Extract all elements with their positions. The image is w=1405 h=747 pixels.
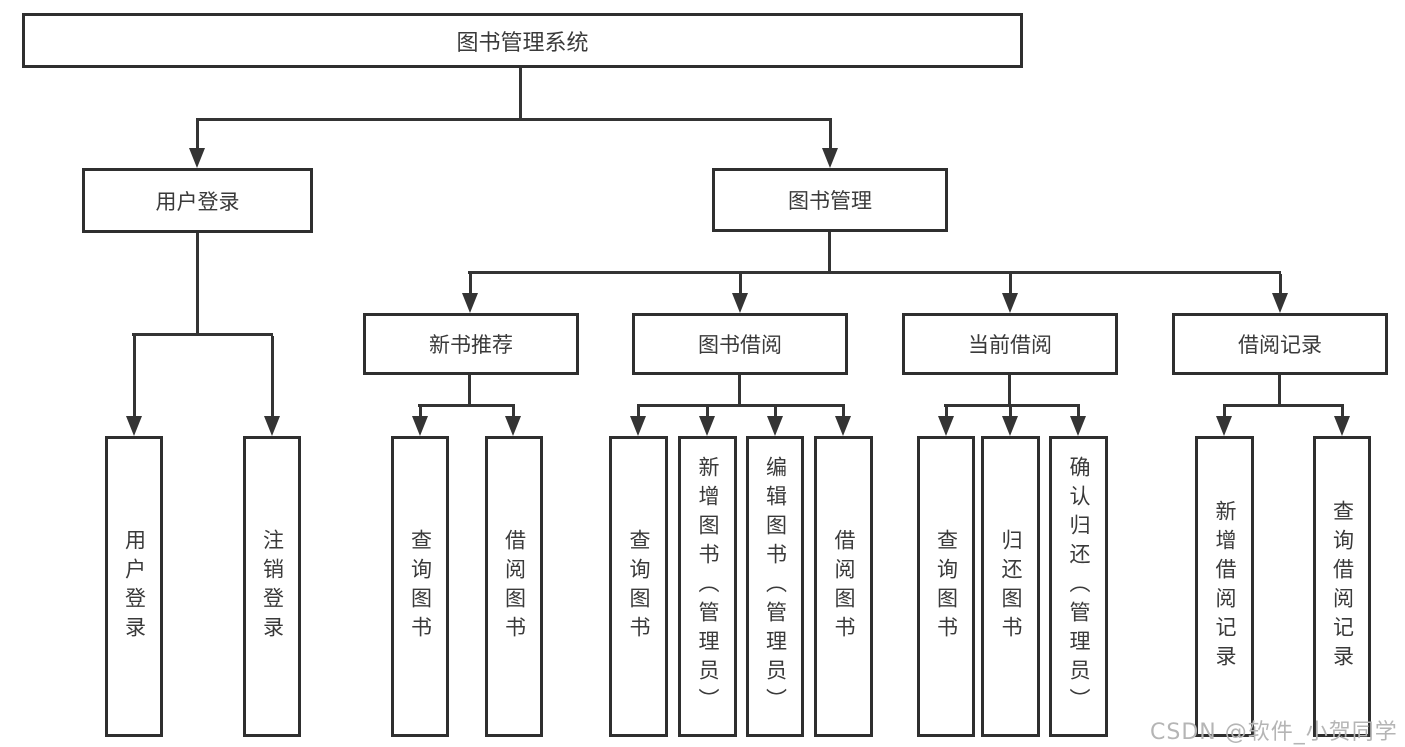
- leaf-recommend-borrow-books-label: 借阅图书: [502, 528, 527, 645]
- leaf-user-login: 用户登录: [105, 436, 163, 737]
- node-root: 图书管理系统: [22, 13, 1023, 68]
- arrow-down-icon: [264, 336, 280, 436]
- arrow-down-icon: [412, 407, 428, 436]
- connector-line: [468, 271, 1281, 274]
- connector-line: [1223, 404, 1344, 407]
- leaf-return-books: 归还图书: [981, 436, 1040, 737]
- arrow-down-icon: [938, 407, 954, 436]
- arrow-down-icon: [732, 274, 748, 313]
- arrow-down-icon: [1272, 274, 1288, 313]
- arrow-down-icon: [1334, 407, 1350, 436]
- arrow-down-icon: [822, 120, 838, 168]
- leaf-logout-login-label: 注销登录: [260, 528, 285, 645]
- leaf-add-books-admin-label: 新增图书（管理员）: [696, 456, 720, 717]
- arrow-down-icon: [1002, 274, 1018, 313]
- connector-line: [944, 404, 1080, 407]
- connector-line: [196, 118, 832, 121]
- connector-line: [418, 404, 515, 407]
- leaf-borrow-borrow-books: 借阅图书: [814, 436, 873, 737]
- node-user-login: 用户登录: [82, 168, 313, 233]
- arrow-down-icon: [1002, 407, 1018, 436]
- leaf-recommend-borrow-books: 借阅图书: [485, 436, 543, 737]
- arrow-down-icon: [1070, 407, 1086, 436]
- node-current-borrow-label: 当前借阅: [968, 333, 1052, 357]
- node-book-borrow-label: 图书借阅: [698, 333, 782, 357]
- node-new-book-recommend: 新书推荐: [363, 313, 579, 375]
- leaf-borrow-query-books: 查询图书: [609, 436, 668, 737]
- leaf-recommend-query-books-label: 查询图书: [408, 528, 433, 645]
- leaf-logout-login: 注销登录: [243, 436, 301, 737]
- connector-line: [468, 375, 471, 407]
- leaf-query-borrow-record-label: 查询借阅记录: [1330, 499, 1355, 674]
- leaf-add-books-admin: 新增图书（管理员）: [678, 436, 737, 737]
- leaf-add-borrow-record-label: 新增借阅记录: [1213, 499, 1237, 674]
- arrow-down-icon: [505, 407, 521, 436]
- connector-line: [1008, 375, 1011, 407]
- connector-line: [519, 68, 522, 120]
- leaf-borrow-query-books-label: 查询图书: [627, 528, 651, 645]
- node-book-borrow: 图书借阅: [632, 313, 848, 375]
- arrow-down-icon: [630, 407, 646, 436]
- node-current-borrow: 当前借阅: [902, 313, 1118, 375]
- leaf-confirm-return-admin: 确认归还（管理员）: [1049, 436, 1108, 737]
- connector-line: [637, 404, 845, 407]
- leaf-current-query-books-label: 查询图书: [934, 528, 959, 645]
- leaf-recommend-query-books: 查询图书: [391, 436, 449, 737]
- leaf-add-borrow-record: 新增借阅记录: [1195, 436, 1254, 737]
- connector-line: [738, 375, 741, 407]
- arrow-down-icon: [462, 274, 478, 313]
- node-borrow-records-label: 借阅记录: [1238, 333, 1322, 357]
- leaf-return-books-label: 归还图书: [999, 528, 1023, 645]
- arrow-down-icon: [126, 336, 142, 436]
- leaf-current-query-books: 查询图书: [917, 436, 975, 737]
- arrow-down-icon: [767, 407, 783, 436]
- leaf-confirm-return-admin-label: 确认归还（管理员）: [1067, 456, 1091, 717]
- node-book-management: 图书管理: [712, 168, 948, 232]
- connector-line: [196, 233, 199, 336]
- leaf-edit-books-admin-label: 编辑图书（管理员）: [763, 456, 788, 717]
- csdn-watermark: CSDN @软件_小贺同学: [1150, 720, 1398, 745]
- node-borrow-records: 借阅记录: [1172, 313, 1388, 375]
- node-book-management-label: 图书管理: [788, 189, 872, 213]
- leaf-borrow-borrow-books-label: 借阅图书: [832, 528, 856, 645]
- node-root-label: 图书管理系统: [456, 30, 589, 56]
- connector-line: [132, 333, 273, 336]
- node-user-login-label: 用户登录: [155, 189, 240, 214]
- leaf-query-borrow-record: 查询借阅记录: [1313, 436, 1371, 737]
- arrow-down-icon: [1216, 407, 1232, 436]
- leaf-edit-books-admin: 编辑图书（管理员）: [746, 436, 804, 737]
- node-new-book-recommend-label: 新书推荐: [429, 333, 513, 357]
- arrow-down-icon: [835, 407, 851, 436]
- arrow-down-icon: [699, 407, 715, 436]
- arrow-down-icon: [189, 120, 205, 168]
- leaf-user-login-label: 用户登录: [122, 528, 147, 645]
- connector-line: [828, 232, 831, 274]
- connector-line: [1278, 375, 1281, 407]
